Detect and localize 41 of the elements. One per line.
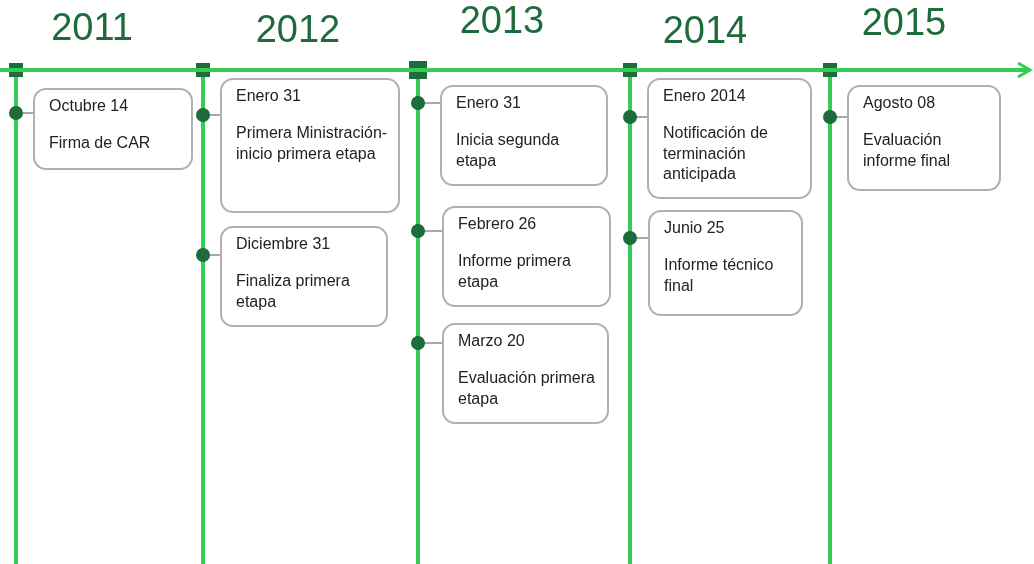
event-date: Octubre 14 [49, 96, 130, 116]
event-date: Junio 25 [664, 218, 726, 238]
event-box [220, 78, 400, 213]
event-date: Enero 31 [236, 86, 302, 106]
connector-line [823, 110, 848, 124]
event-box [648, 210, 803, 316]
event-description: Finaliza primera etapa [236, 270, 351, 312]
connector-line [411, 224, 443, 238]
event-box [442, 206, 611, 307]
connector-line [411, 336, 443, 350]
event-date: Enero 31 [456, 93, 522, 113]
event-description: Evaluación informe final [863, 129, 952, 171]
connector-line [196, 248, 221, 262]
event-date: Marzo 20 [458, 331, 526, 351]
event-description: Primera Ministración-inicio primera etapa [236, 122, 389, 164]
year-label: 2012 [254, 8, 342, 51]
event-box [647, 78, 812, 199]
event-description: Notificación de terminación anticipada [663, 122, 769, 185]
event-date: Febrero 26 [458, 214, 538, 234]
connector-line [9, 106, 34, 120]
connector-line [411, 96, 441, 110]
year-label: 2013 [458, 0, 546, 42]
connector-line [623, 231, 649, 245]
event-box [33, 88, 193, 170]
event-date: Enero 2014 [663, 86, 747, 106]
event-box [847, 85, 1001, 191]
event-date: Diciembre 31 [236, 234, 332, 254]
event-description: Informe primera etapa [458, 250, 572, 292]
year-label: 2011 [50, 6, 134, 49]
event-description: Firma de CAR [49, 132, 152, 153]
year-label: 2015 [860, 1, 948, 44]
year-label: 2014 [661, 9, 749, 52]
connector-line [196, 108, 221, 122]
event-description: Inicia segunda etapa [456, 129, 561, 171]
event-box [220, 226, 388, 327]
event-description: Informe técnico final [664, 254, 775, 296]
event-date: Agosto 08 [863, 93, 937, 113]
event-box [440, 85, 608, 186]
connector-line [623, 110, 648, 124]
event-box [442, 323, 609, 424]
event-description: Evaluación primera etapa [458, 367, 596, 409]
